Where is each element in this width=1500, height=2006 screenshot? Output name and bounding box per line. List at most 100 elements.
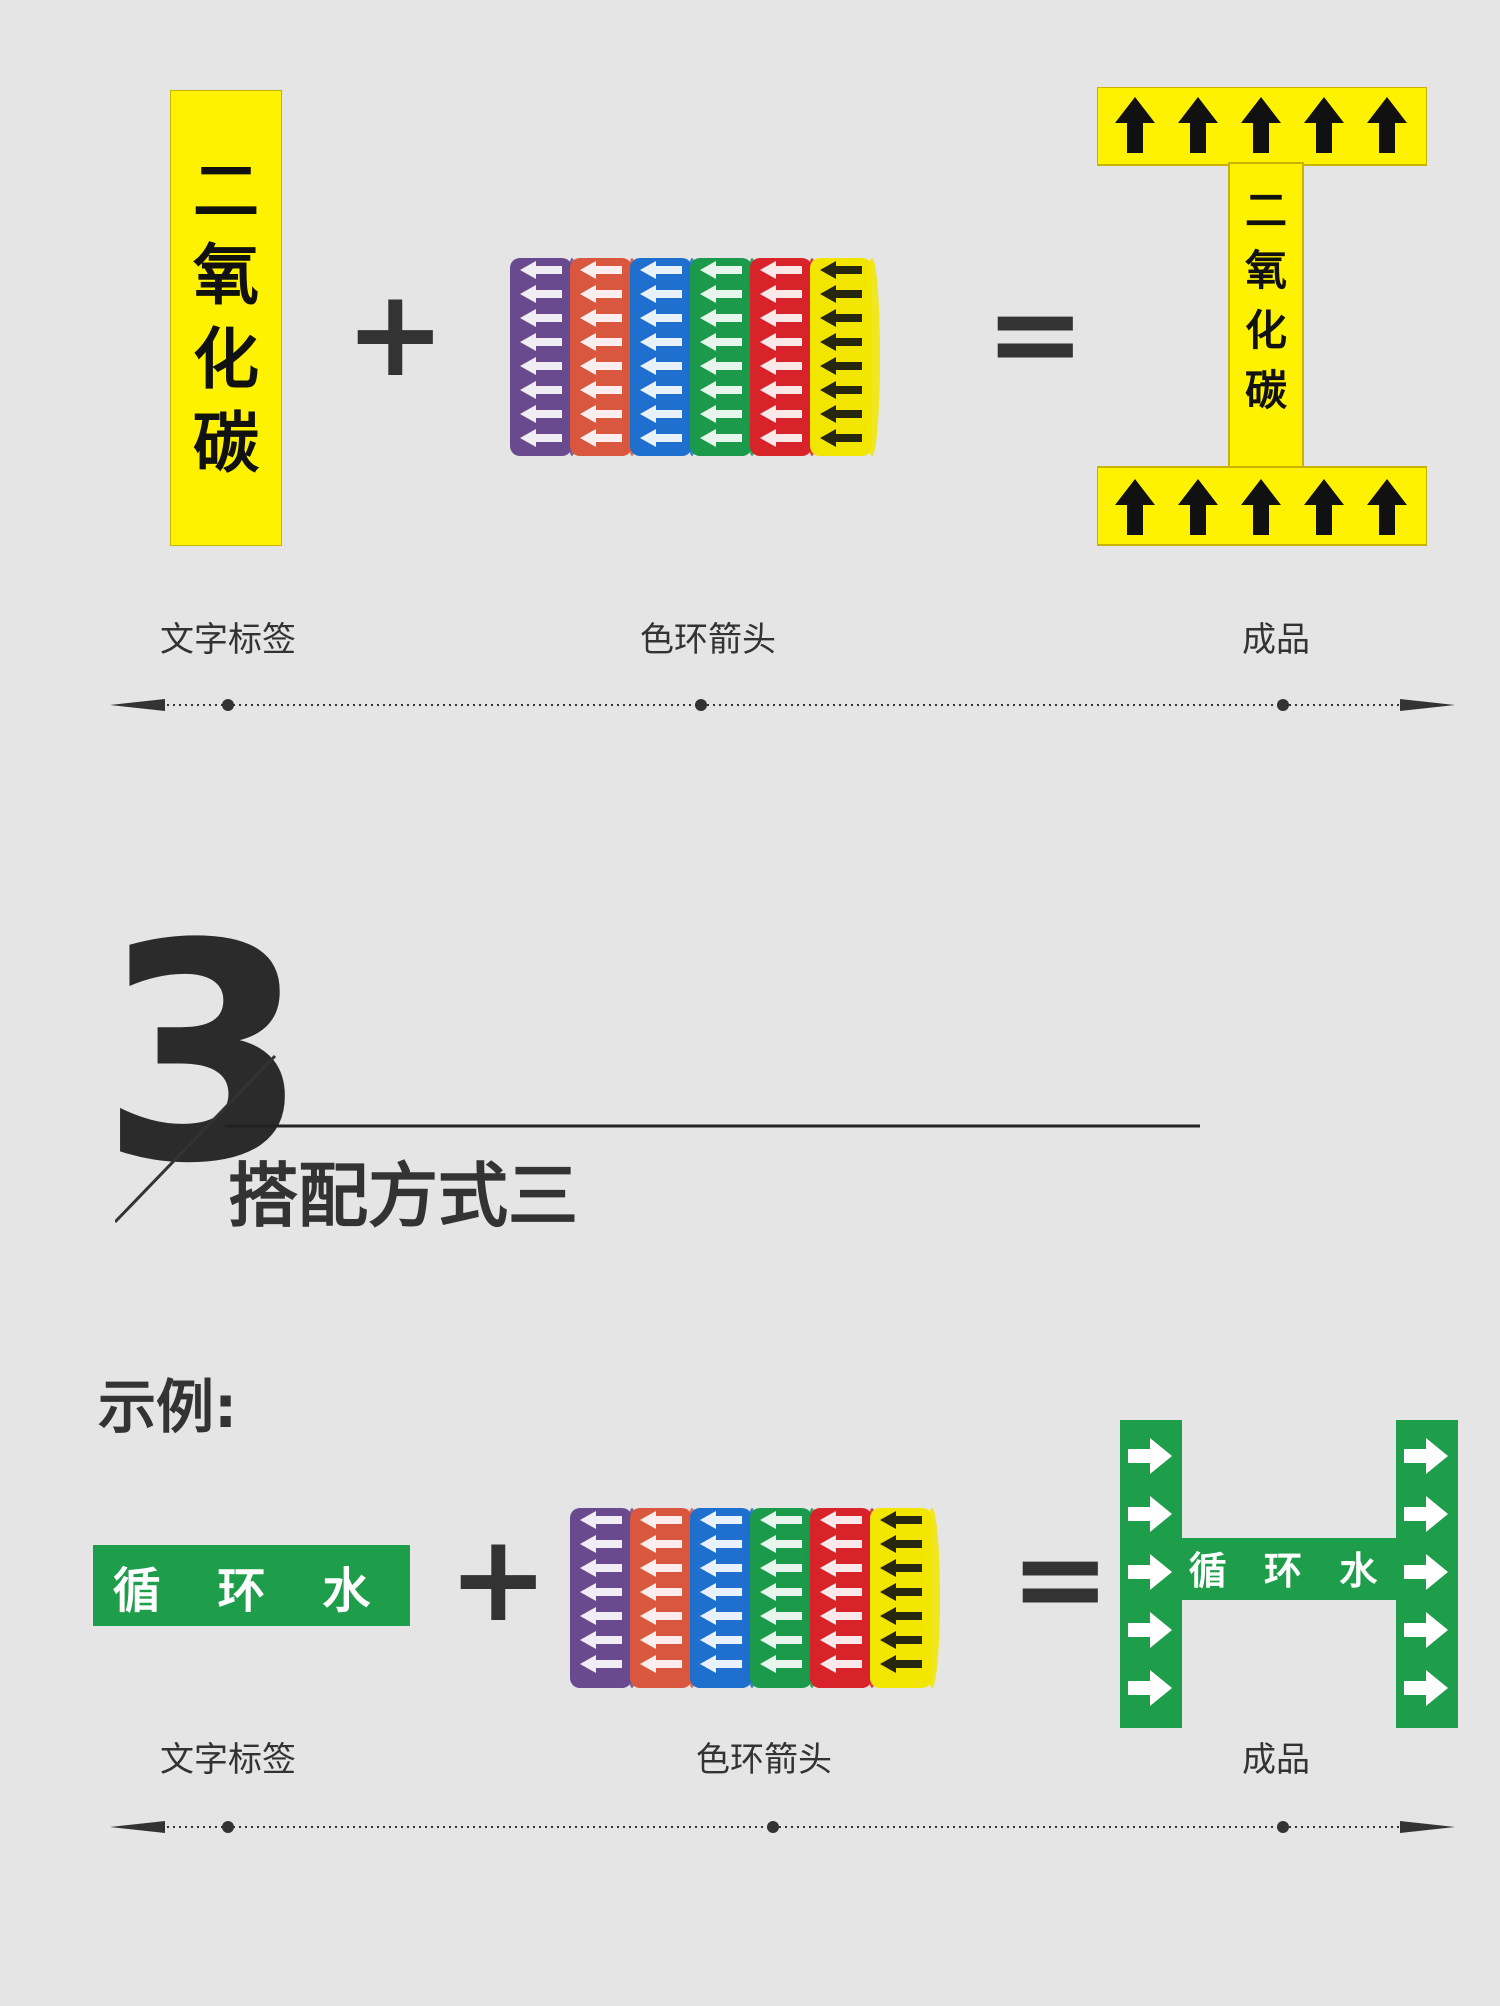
arrow-left-icon	[880, 1535, 922, 1553]
arrow-left-icon	[640, 309, 682, 327]
tape-roll	[690, 1508, 760, 1688]
tape-roll	[690, 258, 760, 456]
equals-sign: =	[1010, 1510, 1111, 1649]
arrow-left-icon	[520, 285, 562, 303]
finished-product-co2	[1097, 87, 1427, 546]
arrow-left-icon	[580, 1559, 622, 1577]
arrow-left-icon	[700, 429, 742, 447]
arrow-left-icon	[700, 1607, 742, 1625]
arrow-right-icon	[1128, 1612, 1172, 1648]
arrow-up-icon	[1304, 97, 1344, 153]
arrow-right-icon	[1128, 1554, 1172, 1590]
arrow-left-icon	[880, 1607, 922, 1625]
arrow-right-icon	[1128, 1670, 1172, 1706]
arrow-left-icon	[760, 261, 802, 279]
arrow-left-icon	[820, 1631, 862, 1649]
section-number: 3	[100, 880, 309, 1229]
arrow-left-icon	[640, 429, 682, 447]
arrow-left-icon	[880, 1631, 922, 1649]
arrow-left-icon	[640, 1631, 682, 1649]
caption-product: 成品	[1242, 620, 1310, 660]
label-char: 氧	[193, 237, 259, 314]
tape-roll	[510, 258, 580, 456]
arrow-up-icon	[1115, 479, 1155, 535]
arrow-right-icon	[1128, 1438, 1172, 1474]
arrow-left-icon	[580, 405, 622, 423]
arrow-left-icon	[820, 333, 862, 351]
arrow-right-icon	[1404, 1438, 1448, 1474]
product-char: 化	[1244, 306, 1287, 355]
arrow-left-icon	[760, 1583, 802, 1601]
caption-text-label: 文字标签	[160, 1740, 296, 1780]
arrow-left-icon	[640, 1655, 682, 1673]
arrow-left-icon	[640, 285, 682, 303]
arrow-right-icon	[1404, 1554, 1448, 1590]
caption-color-ring: 色环箭头	[640, 620, 776, 660]
arrow-up-icon	[1115, 97, 1155, 153]
tape-roll	[570, 1508, 640, 1688]
arrow-left-icon	[760, 285, 802, 303]
section-title: 搭配方式三	[228, 1155, 578, 1237]
tape-roll	[750, 1508, 820, 1688]
label-char: 化	[193, 321, 259, 398]
arrow-left-icon	[640, 1583, 682, 1601]
arrow-left-icon	[760, 1655, 802, 1673]
label-char: 碳	[193, 405, 259, 482]
arrow-left-icon	[700, 1511, 742, 1529]
plus-sign: +	[345, 265, 446, 404]
label-char: 二	[193, 153, 259, 230]
arrow-left-icon	[820, 261, 862, 279]
arrow-left-icon	[880, 1559, 922, 1577]
tape-roll	[810, 258, 880, 456]
arrow-up-icon	[1241, 479, 1281, 535]
finished-product-circulating-water	[1120, 1420, 1458, 1728]
arrow-left-icon	[880, 1583, 922, 1601]
arrow-left-icon	[760, 1607, 802, 1625]
arrow-left-icon	[520, 309, 562, 327]
equals-sign: =	[985, 265, 1086, 404]
arrow-left-icon	[700, 357, 742, 375]
arrow-left-icon	[760, 333, 802, 351]
arrow-left-icon	[580, 1583, 622, 1601]
arrow-left-icon	[640, 1535, 682, 1553]
arrow-left-icon	[520, 429, 562, 447]
arrow-left-icon	[820, 357, 862, 375]
tape-roll	[750, 258, 820, 456]
arrow-right-icon	[1404, 1670, 1448, 1706]
text-label-co2: 二 氧 化 碳	[170, 90, 282, 546]
arrow-left-icon	[640, 381, 682, 399]
caption-text-label: 文字标签	[160, 620, 296, 660]
arrow-left-icon	[700, 1583, 742, 1601]
arrow-left-icon	[820, 285, 862, 303]
arrow-left-icon	[700, 1535, 742, 1553]
product-vertical-text: 二 氧 化 碳	[1229, 190, 1303, 412]
product-char: 二	[1244, 186, 1287, 235]
arrow-left-icon	[820, 405, 862, 423]
arrow-left-icon	[880, 1655, 922, 1673]
caption-color-ring: 色环箭头	[696, 1740, 832, 1780]
arrow-left-icon	[760, 1535, 802, 1553]
arrow-left-icon	[640, 1511, 682, 1529]
arrow-up-icon	[1367, 479, 1407, 535]
arrow-up-icon	[1241, 97, 1281, 153]
arrow-left-icon	[520, 261, 562, 279]
arrow-left-icon	[700, 309, 742, 327]
arrow-left-icon	[580, 285, 622, 303]
arrow-left-icon	[700, 1631, 742, 1649]
arrow-left-icon	[700, 333, 742, 351]
arrow-left-icon	[700, 261, 742, 279]
arrow-left-icon	[760, 309, 802, 327]
arrow-left-icon	[640, 261, 682, 279]
arrow-left-icon	[700, 405, 742, 423]
color-ring-arrow-rolls	[510, 258, 880, 456]
arrow-left-icon	[820, 381, 862, 399]
arrow-left-icon	[760, 1511, 802, 1529]
arrow-left-icon	[820, 1511, 862, 1529]
example-label: 示例:	[98, 1373, 238, 1441]
arrow-left-icon	[820, 429, 862, 447]
arrow-left-icon	[640, 333, 682, 351]
arrow-left-icon	[640, 1559, 682, 1577]
section-divider	[115, 1054, 1200, 1224]
arrow-left-icon	[580, 1511, 622, 1529]
arrow-left-icon	[760, 357, 802, 375]
